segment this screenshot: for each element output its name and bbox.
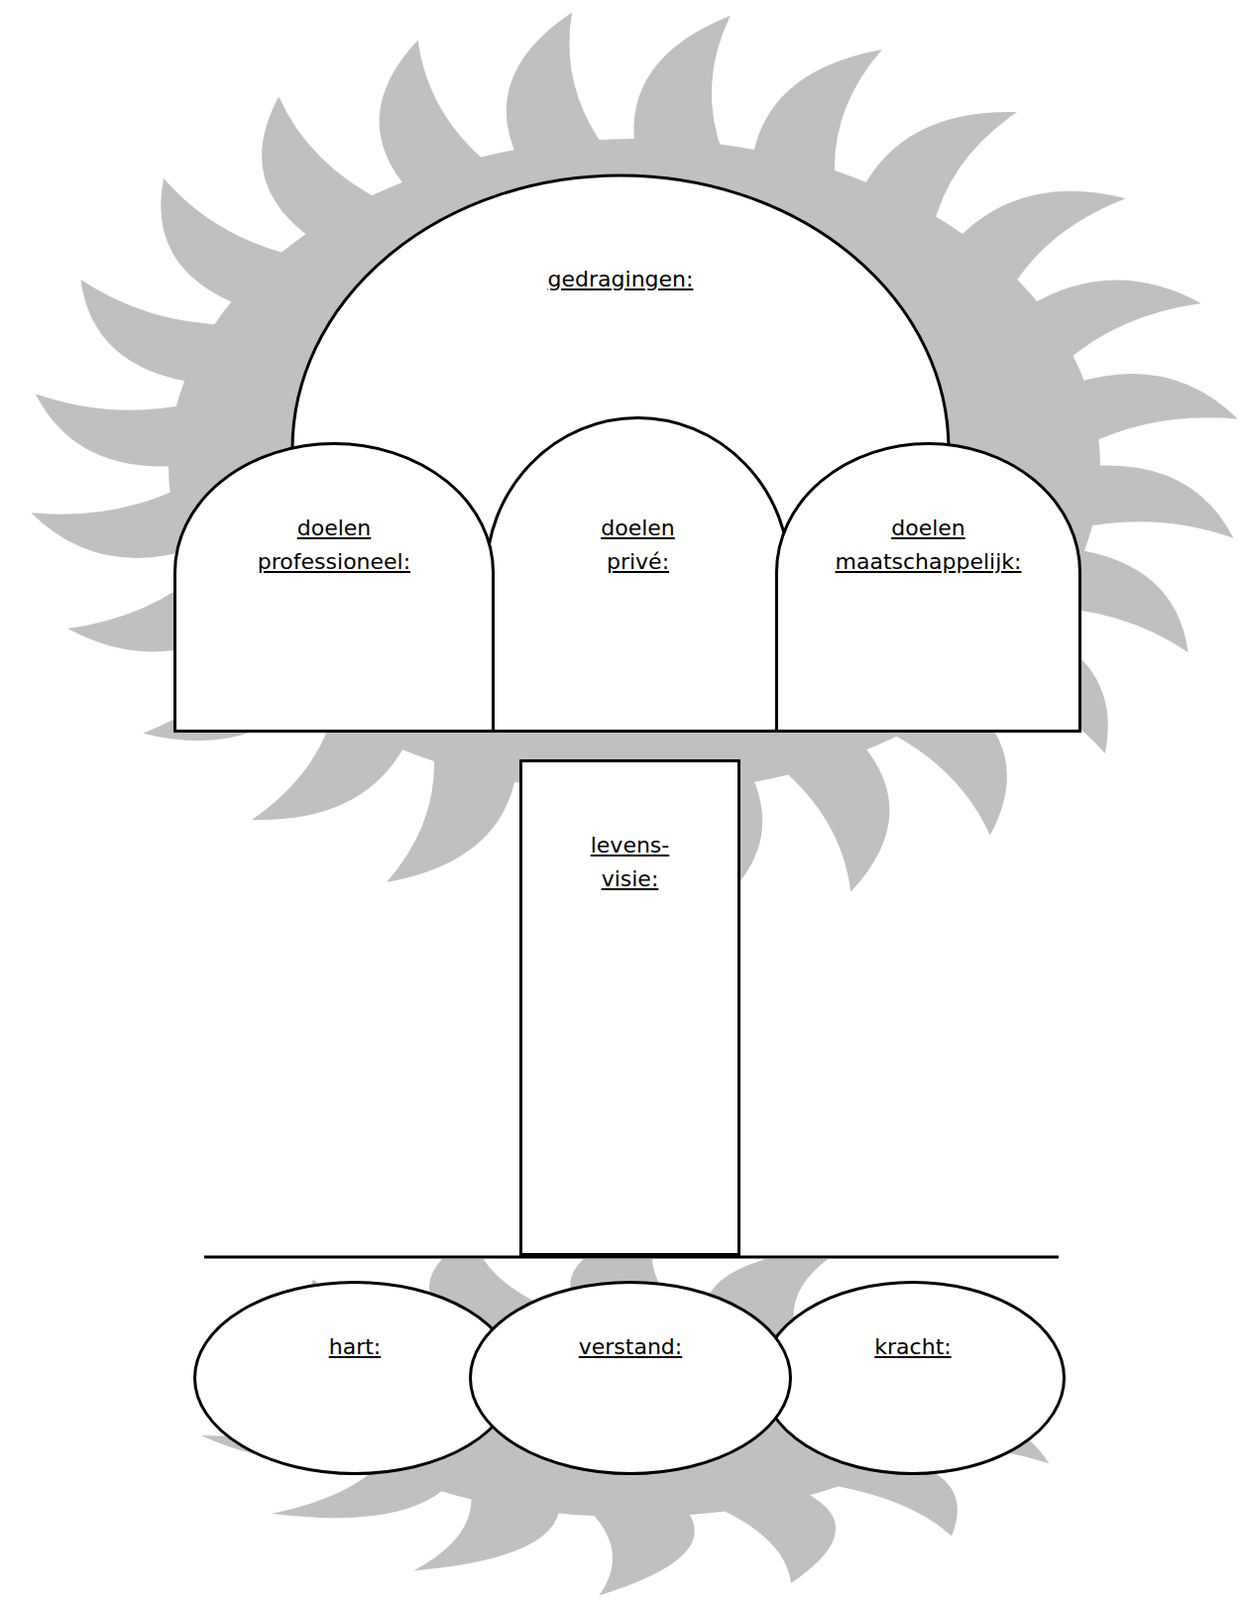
- goal-arch-outline: [484, 416, 792, 733]
- outline-path: [175, 444, 494, 732]
- goal-arch-outline: [775, 442, 1082, 733]
- outline-path: [486, 418, 791, 732]
- node-label: doelen maatschappelijk:: [835, 511, 1022, 579]
- outline-path: [470, 1282, 792, 1474]
- leaf: [861, 112, 1018, 228]
- leaf: [261, 96, 384, 241]
- trunk-box: levens- visie:: [519, 759, 741, 1256]
- leaf: [35, 393, 192, 466]
- leaf: [718, 1492, 836, 1584]
- leaf: [954, 191, 1127, 291]
- leaf: [1071, 373, 1239, 446]
- goal-arch: doelen privé:: [484, 416, 792, 733]
- outline-path: [195, 1282, 516, 1474]
- node-label: doelen privé:: [600, 511, 676, 579]
- leaf: [413, 1495, 560, 1572]
- leaf: [80, 279, 229, 384]
- outline-path: [521, 761, 740, 1255]
- node-label: levens- visie:: [590, 828, 671, 897]
- leaf: [779, 741, 891, 893]
- node-label: gedragingen:: [548, 262, 694, 297]
- goal-arch: doelen maatschappelijk:: [775, 442, 1082, 733]
- node-label: doelen professioneel:: [257, 511, 411, 579]
- root-ellipse: hart:: [193, 1280, 517, 1475]
- root-ellipse-outline: [468, 1280, 792, 1475]
- outline-path: [777, 444, 1081, 732]
- node-label: hart:: [329, 1330, 382, 1364]
- leaf: [379, 39, 491, 191]
- leaf: [633, 15, 730, 155]
- goal-arch-outline: [173, 442, 495, 733]
- root-ellipse-outline: [760, 1280, 1066, 1475]
- root-ellipse-outline: [193, 1280, 517, 1475]
- leaf: [1077, 465, 1234, 539]
- node-label: kracht:: [874, 1330, 951, 1364]
- root-ellipse: kracht:: [760, 1280, 1066, 1475]
- leaf: [386, 750, 517, 883]
- outline-path: [762, 1282, 1065, 1474]
- goal-arch: doelen professioneel:: [173, 442, 495, 733]
- root-ellipse: verstand:: [468, 1280, 792, 1475]
- leaf: [1025, 279, 1202, 364]
- node-label: verstand:: [578, 1330, 683, 1364]
- leaf: [590, 1511, 694, 1596]
- leaf: [752, 49, 883, 182]
- leaf: [506, 11, 606, 159]
- leaf: [30, 485, 198, 558]
